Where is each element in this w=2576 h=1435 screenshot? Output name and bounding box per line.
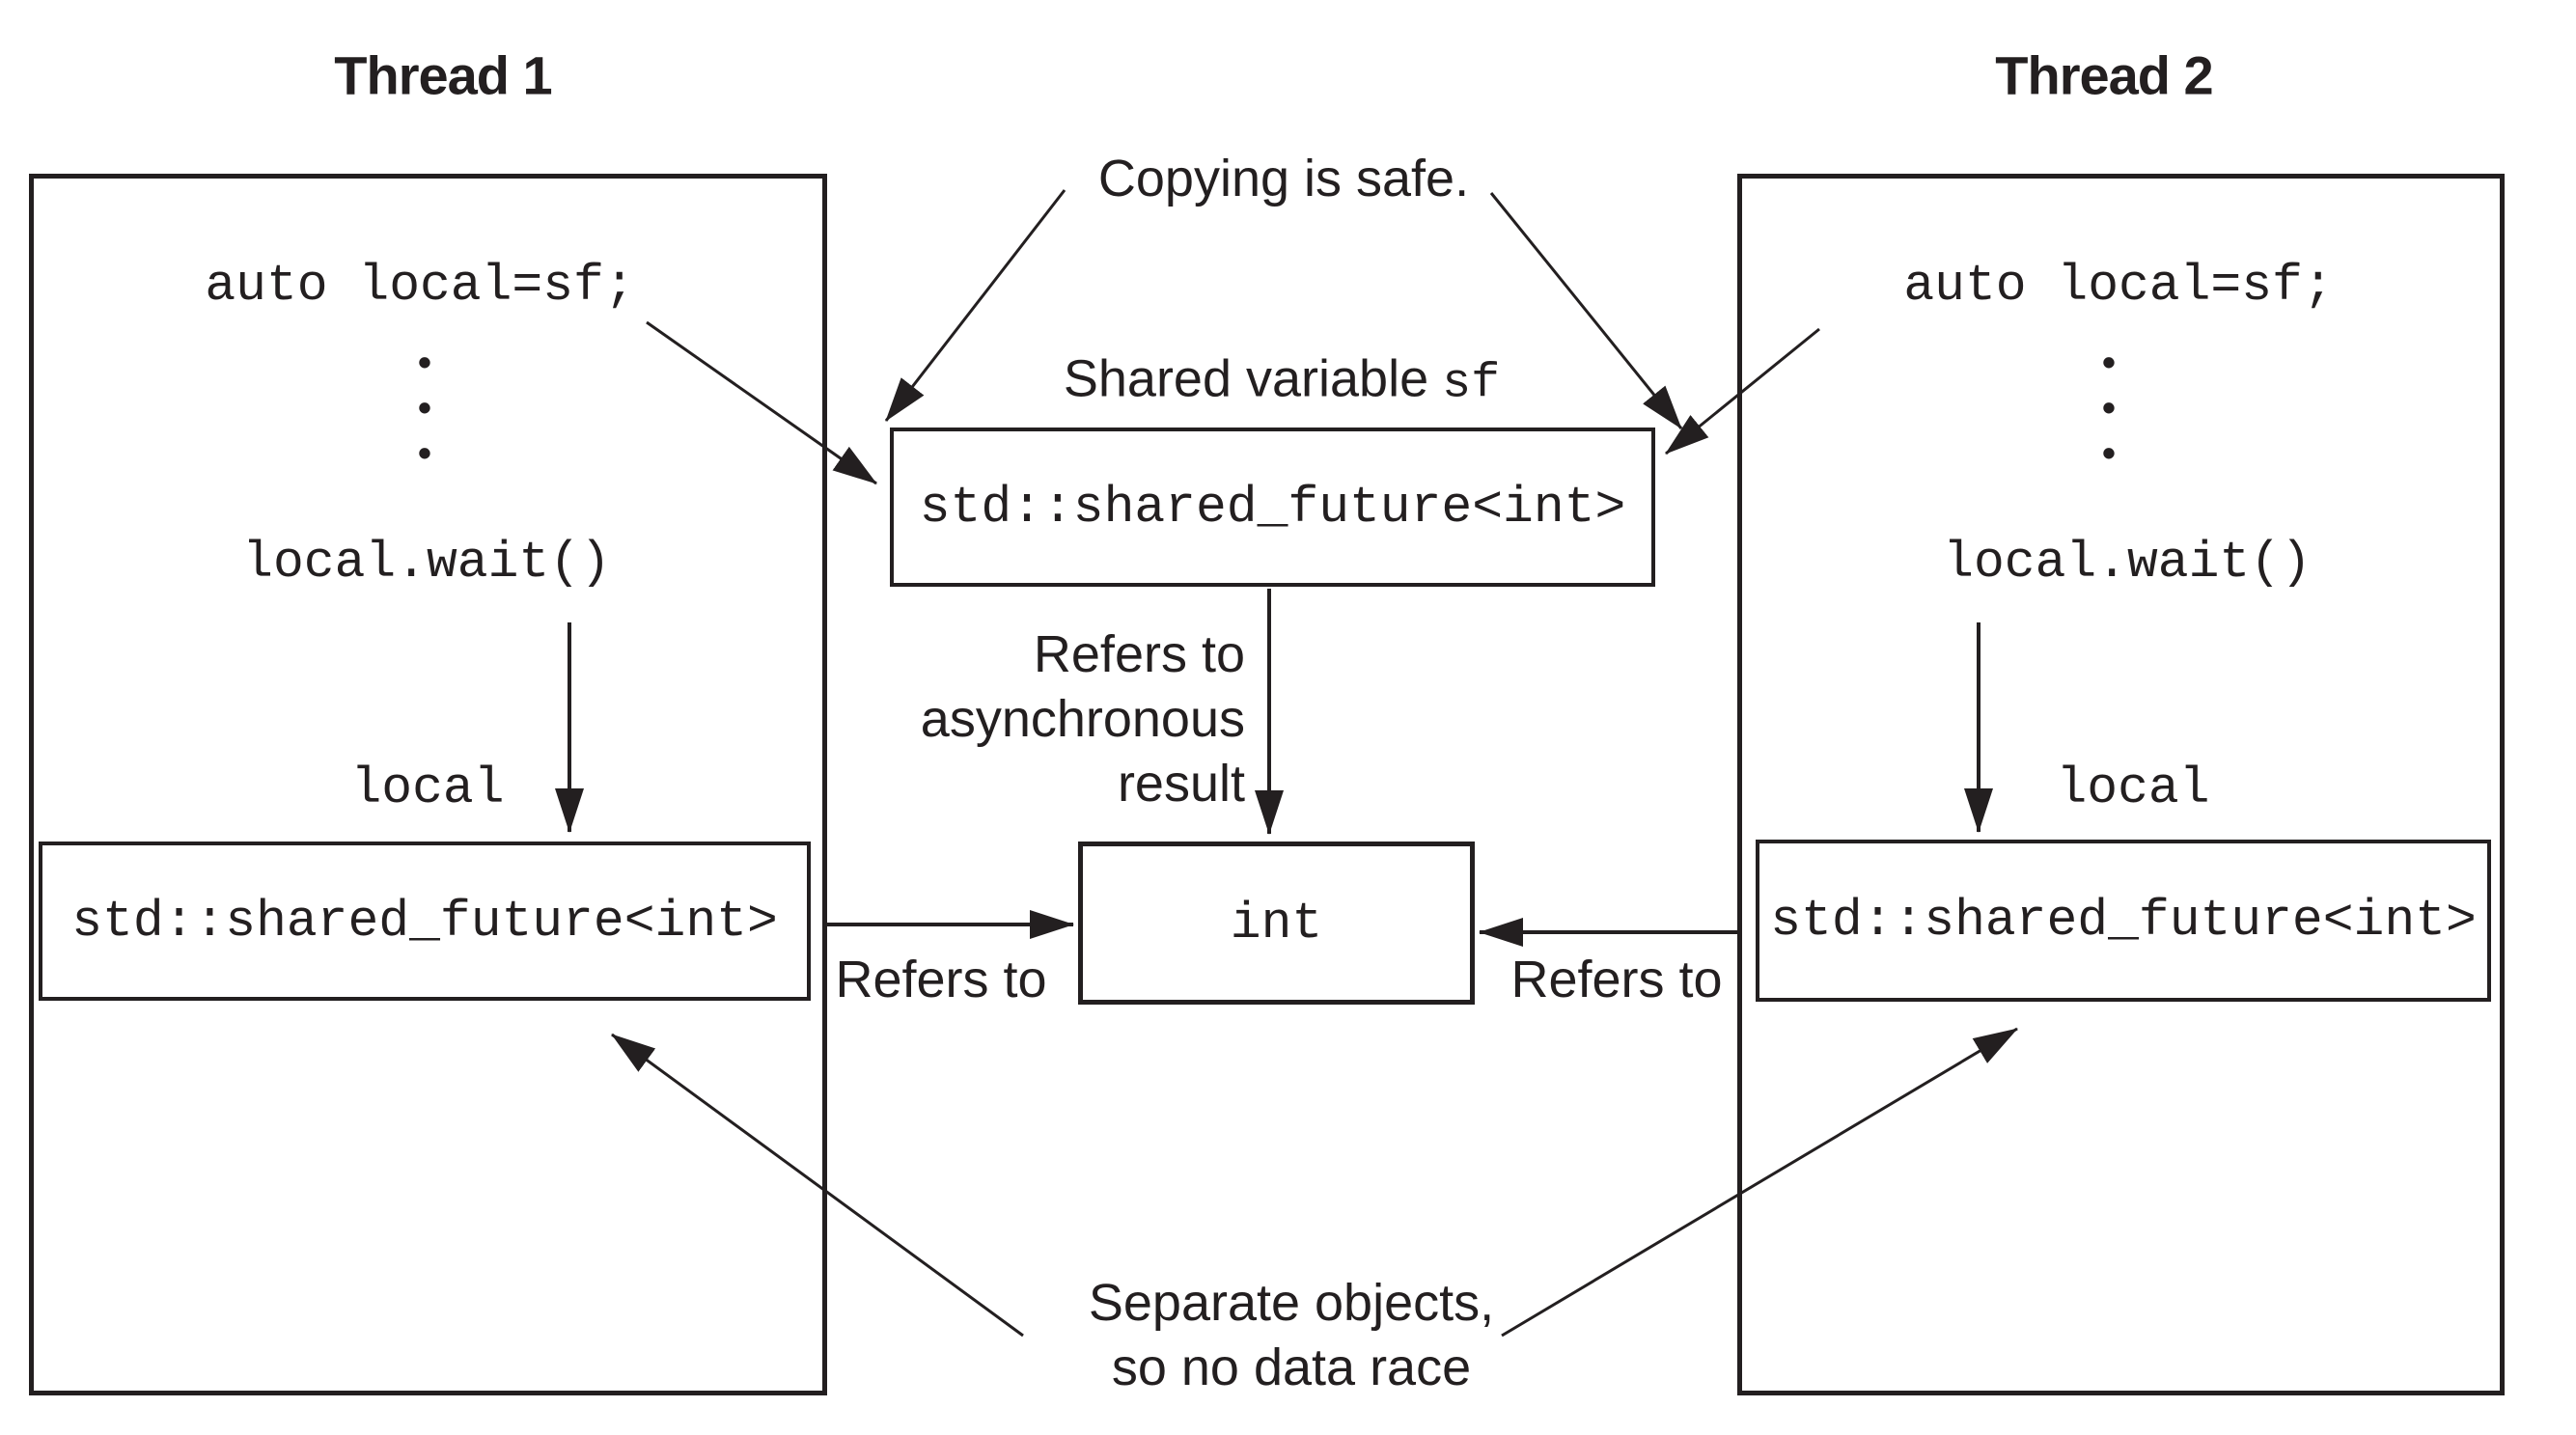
separate-objects-line: Separate objects, [1088, 1274, 1495, 1332]
dot-icon: • [2101, 384, 2117, 430]
shared-variable-box: std::shared_future<int> [890, 428, 1655, 587]
note-line-copying-right [1489, 192, 1683, 429]
refers-to-async-result-label: Refers to asynchronous result [921, 622, 1245, 816]
thread1-code-line: auto local=sf; [205, 257, 635, 315]
copying-is-safe-note: Copying is safe. [1097, 150, 1470, 207]
thread1-local-label: local [350, 759, 505, 817]
thread2-title: Thread 2 [1995, 44, 2213, 106]
separate-objects-line: so no data race [1111, 1338, 1472, 1396]
refers-async-line: Refers to [1033, 625, 1245, 683]
thread2-code-line: auto local=sf; [1903, 257, 2334, 315]
thread1-wait-call: local.wait() [242, 534, 611, 592]
dot-icon: • [417, 384, 432, 430]
int-result-box: int [1078, 842, 1475, 1005]
thread2-local-label: local [2056, 759, 2210, 817]
thread2-ellipsis-dots: • • • [2102, 340, 2117, 476]
thread1-future-box: std::shared_future<int> [39, 842, 811, 1001]
thread1-ellipsis-dots: • • • [418, 340, 432, 476]
refers-async-line: asynchronous [920, 690, 1245, 748]
separate-objects-note: Separate objects, so no data race [1089, 1271, 1494, 1400]
shared-variable-label-text: Shared variable [1063, 349, 1429, 408]
note-line-copying-left [884, 189, 1066, 422]
refers-async-line: result [1117, 755, 1245, 813]
thread2-wait-call: local.wait() [1943, 534, 2312, 592]
thread1-title: Thread 1 [334, 44, 552, 106]
shared-variable-name: sf [1442, 356, 1501, 412]
dot-icon: • [417, 429, 432, 476]
refers-to-label-right: Refers to [1510, 951, 1723, 1008]
thread2-future-box: std::shared_future<int> [1756, 840, 2491, 1002]
dot-icon: • [2101, 429, 2117, 476]
dot-icon: • [2101, 339, 2117, 385]
shared-variable-box-label: std::shared_future<int> [919, 478, 1626, 537]
dot-icon: • [417, 339, 432, 385]
thread1-future-box-label: std::shared_future<int> [71, 892, 778, 951]
thread2-future-box-label: std::shared_future<int> [1770, 892, 2477, 950]
int-result-box-label: int [1230, 894, 1323, 952]
refers-to-label-left: Refers to [835, 951, 1047, 1008]
